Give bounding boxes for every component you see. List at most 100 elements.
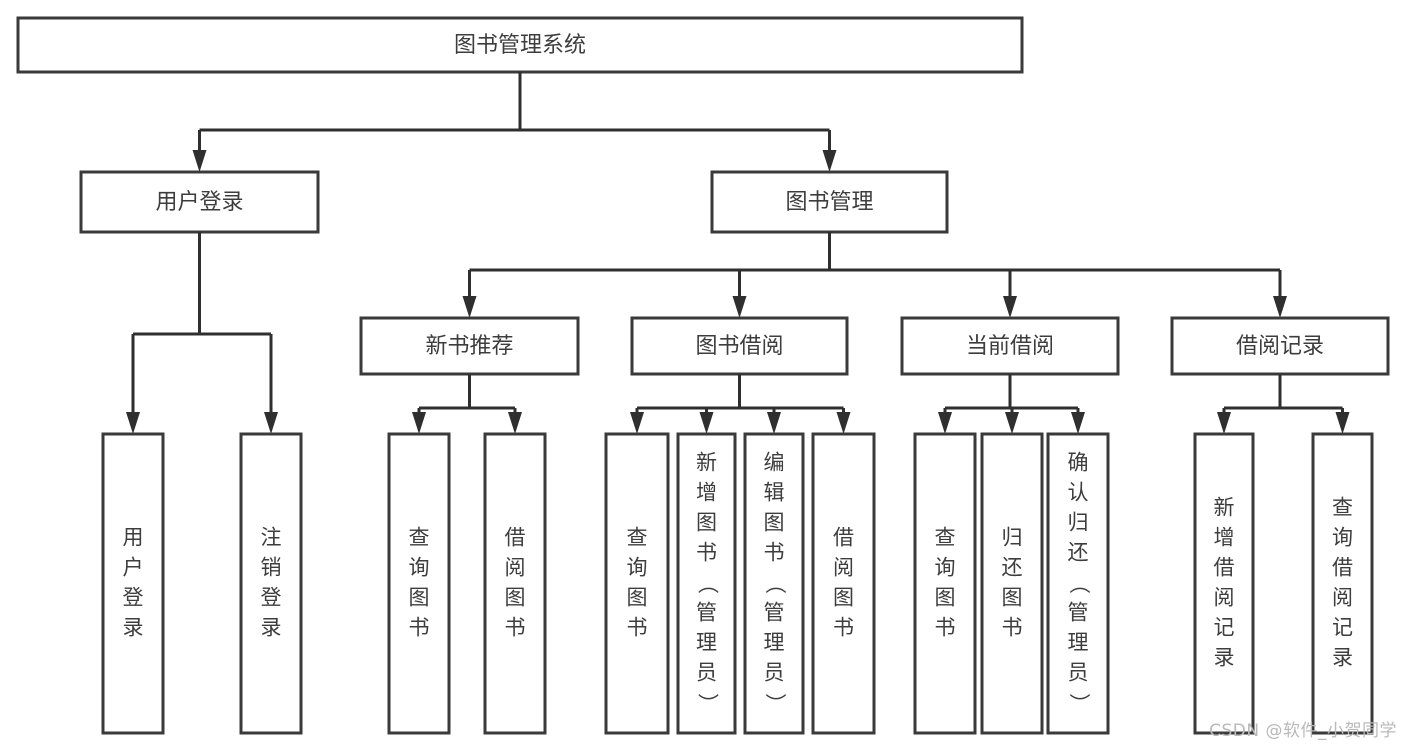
- svg-text:阅: 阅: [833, 556, 854, 580]
- svg-text:书: 书: [833, 616, 854, 640]
- node-box[interactable]: [16, 16, 1024, 74]
- child-arrow-head: [508, 412, 522, 434]
- diagram-node[interactable]: 图书管理系统: [16, 16, 1024, 74]
- svg-text:理: 理: [764, 631, 785, 655]
- svg-text:还: 还: [1002, 556, 1023, 580]
- node-box[interactable]: [387, 432, 451, 735]
- node-box[interactable]: [604, 432, 670, 735]
- diagram-node[interactable]: 用户登录: [101, 432, 165, 735]
- svg-text:图: 图: [764, 511, 785, 535]
- svg-text:增: 增: [696, 481, 717, 505]
- diagram-node[interactable]: 借阅记录: [1170, 316, 1390, 376]
- svg-text:阅: 阅: [505, 556, 526, 580]
- child-arrow-head: [699, 412, 714, 434]
- child-arrow-head: [938, 412, 952, 434]
- svg-text:阅: 阅: [1332, 586, 1353, 610]
- diagram-node[interactable]: 图书管理: [710, 170, 949, 234]
- svg-text:（: （: [1067, 573, 1091, 594]
- svg-text:理: 理: [696, 631, 717, 655]
- child-arrow-head: [1071, 412, 1085, 434]
- node-label: 图书管理系统: [454, 33, 586, 58]
- diagram-node[interactable]: 图书借阅: [630, 316, 849, 376]
- node-box[interactable]: [1046, 432, 1110, 735]
- svg-text:询: 询: [627, 556, 648, 580]
- node-box[interactable]: [980, 432, 1044, 735]
- child-arrow-head: [1217, 412, 1231, 434]
- svg-text:图: 图: [505, 586, 526, 610]
- diagram-node[interactable]: 当前借阅: [900, 316, 1120, 376]
- svg-text:管: 管: [696, 601, 717, 625]
- svg-text:查: 查: [409, 526, 430, 550]
- node-box[interactable]: [1311, 432, 1374, 735]
- svg-text:图: 图: [627, 586, 648, 610]
- node-box[interactable]: [483, 432, 547, 735]
- node-box[interactable]: [913, 432, 977, 735]
- node-label: 当前借阅: [966, 334, 1054, 359]
- svg-text:员: 员: [764, 661, 785, 685]
- svg-text:员: 员: [696, 661, 717, 685]
- diagram-node[interactable]: 用户登录: [79, 170, 320, 234]
- child-arrow-head: [192, 150, 207, 172]
- node-box[interactable]: [239, 432, 303, 735]
- svg-text:增: 增: [1214, 526, 1235, 550]
- node-box[interactable]: [710, 170, 949, 234]
- svg-text:（: （: [763, 573, 787, 594]
- node-box[interactable]: [900, 316, 1120, 376]
- svg-text:书: 书: [627, 616, 648, 640]
- diagram-node[interactable]: 新书推荐: [359, 316, 580, 376]
- svg-text:询: 询: [409, 556, 430, 580]
- svg-text:书: 书: [696, 541, 717, 565]
- child-arrow-head: [462, 296, 477, 318]
- svg-text:借: 借: [1332, 556, 1353, 580]
- node-label: 借阅记录: [1236, 334, 1324, 359]
- child-arrow-head: [412, 412, 426, 434]
- node-box[interactable]: [101, 432, 165, 735]
- svg-text:录: 录: [123, 616, 144, 640]
- child-arrow-head: [264, 412, 278, 434]
- svg-text:归: 归: [1002, 526, 1023, 550]
- svg-text:查: 查: [935, 526, 956, 550]
- node-box[interactable]: [743, 432, 805, 735]
- svg-text:登: 登: [123, 586, 144, 610]
- svg-text:归: 归: [1068, 511, 1089, 535]
- node-box[interactable]: [676, 432, 737, 735]
- svg-text:书: 书: [1002, 616, 1023, 640]
- svg-text:录: 录: [1214, 646, 1235, 670]
- svg-text:阅: 阅: [1214, 586, 1235, 610]
- node-box[interactable]: [811, 432, 876, 735]
- node-box[interactable]: [630, 316, 849, 376]
- node-label: 新书推荐: [425, 334, 513, 359]
- svg-text:）: ）: [763, 693, 787, 714]
- svg-text:登: 登: [261, 586, 282, 610]
- svg-text:销: 销: [261, 556, 282, 580]
- svg-text:图: 图: [409, 586, 430, 610]
- node-label: 图书管理: [785, 190, 873, 215]
- svg-text:认: 认: [1068, 481, 1089, 505]
- svg-text:借: 借: [505, 526, 526, 550]
- node-box[interactable]: [1170, 316, 1390, 376]
- svg-text:）: ）: [696, 693, 720, 714]
- node-box[interactable]: [1193, 432, 1255, 735]
- svg-text:查: 查: [1332, 496, 1353, 520]
- svg-text:还: 还: [1068, 541, 1089, 565]
- svg-text:管: 管: [764, 601, 785, 625]
- node-label: 图书借阅: [695, 334, 783, 359]
